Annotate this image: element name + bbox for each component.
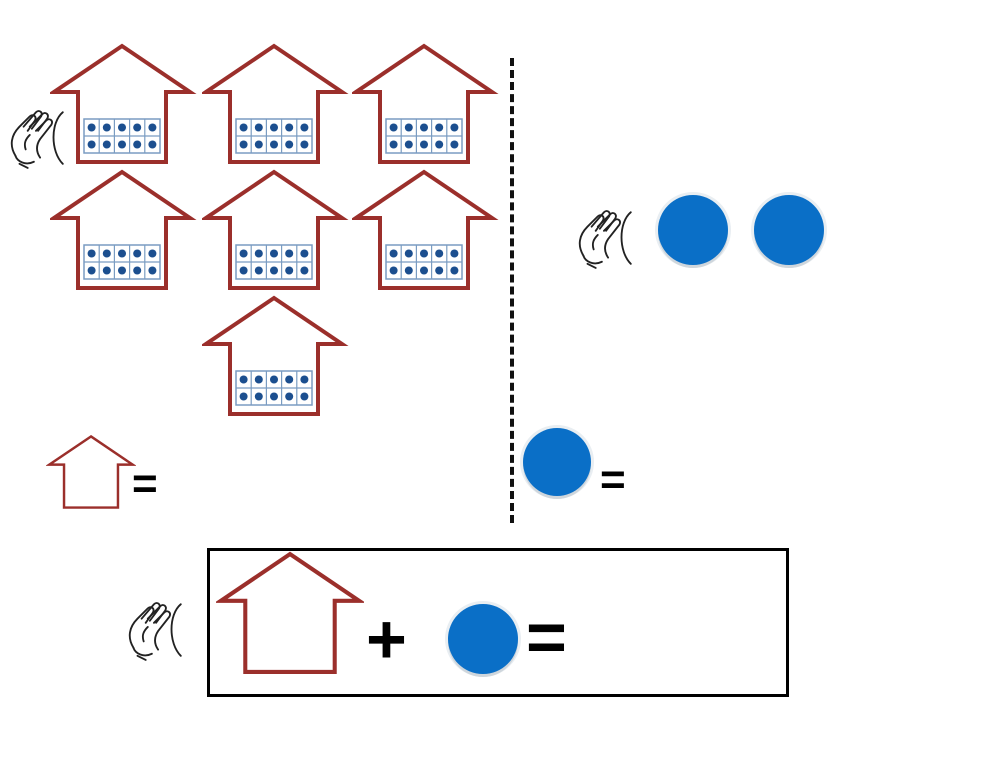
house-tens-icon[interactable] [202, 42, 350, 170]
house-tens-icon[interactable] [202, 294, 350, 422]
counter-key-icon [523, 428, 591, 496]
section-divider [510, 58, 514, 523]
clapping-hands-icon [578, 210, 632, 269]
clapping-hands-icon [128, 602, 182, 661]
counter-one-icon[interactable] [754, 195, 824, 265]
counter-equals-sign: = [600, 455, 626, 504]
equation-box [207, 548, 789, 697]
counter-one-icon[interactable] [658, 195, 728, 265]
house-equals-sign: = [132, 459, 158, 508]
clapping-hands-icon [10, 110, 64, 169]
house-tens-icon[interactable] [50, 42, 198, 170]
house-tens-icon[interactable] [50, 168, 198, 296]
house-tens-icon[interactable] [352, 168, 500, 296]
plus-sign: + [366, 600, 407, 678]
equation-counter-icon [448, 604, 518, 674]
house-tens-icon[interactable] [202, 168, 350, 296]
equation-equals-sign: = [526, 598, 567, 676]
equation-house-icon [216, 551, 364, 674]
house-tens-icon[interactable] [352, 42, 500, 170]
house-key-icon [46, 434, 136, 509]
